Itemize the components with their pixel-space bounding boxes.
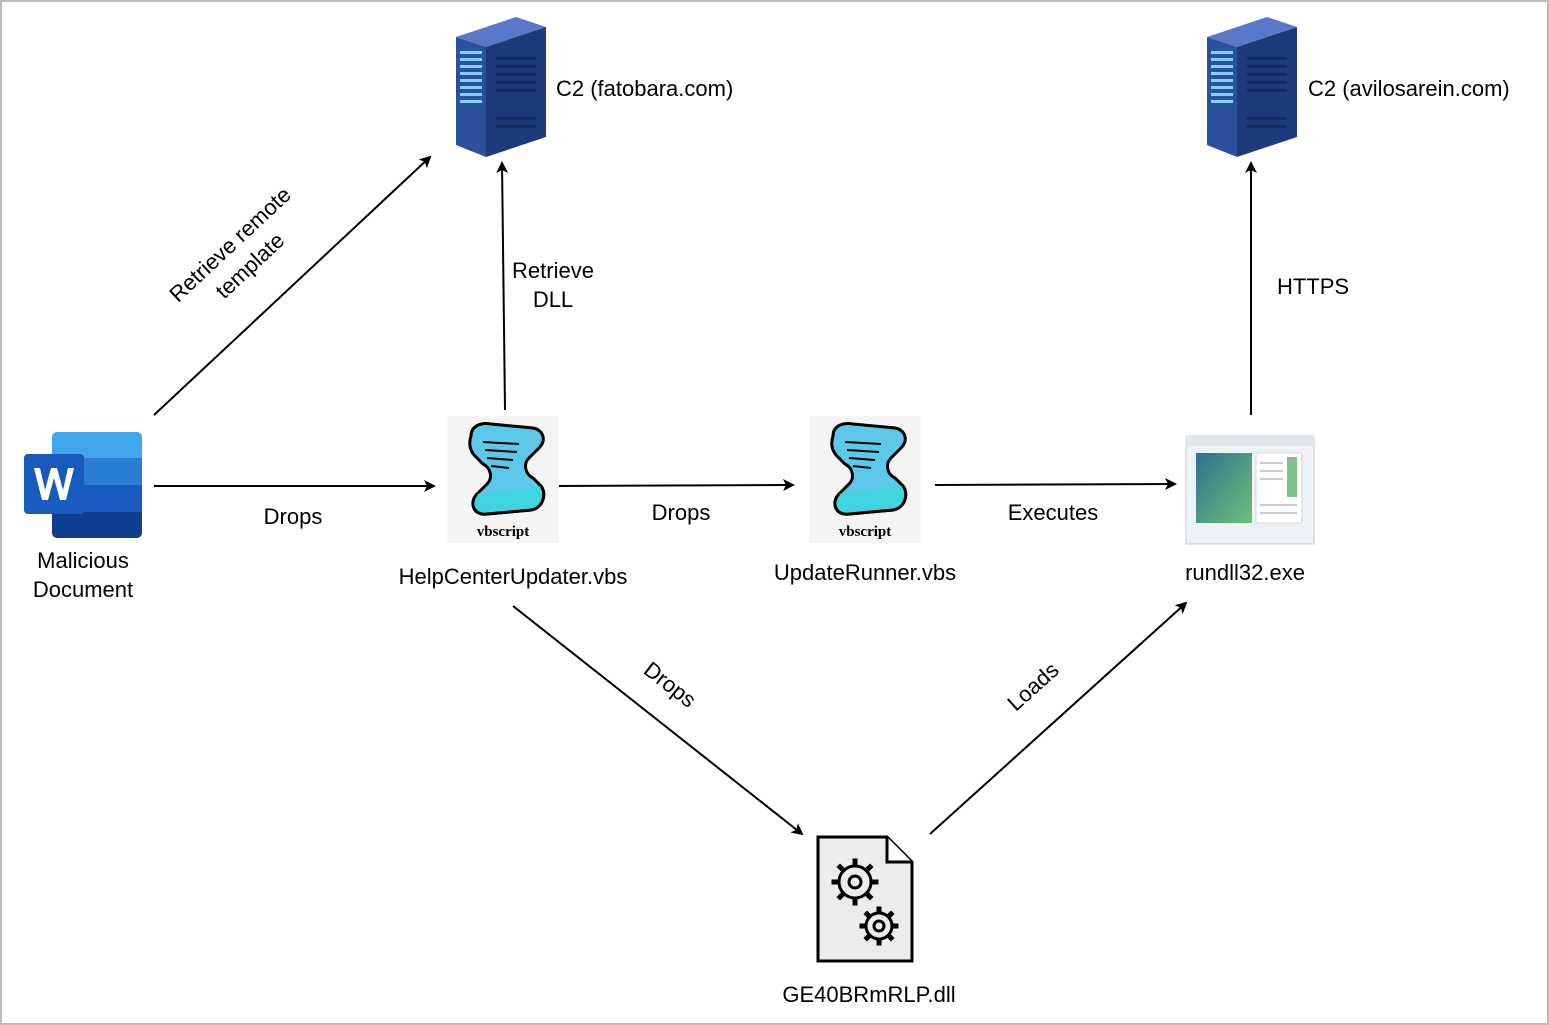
vbscript-icon: vbscript	[809, 416, 921, 543]
edge-label-retrieve-dll-line1: Retrieve	[512, 258, 594, 283]
edge-drops-help-runner	[557, 479, 795, 492]
updaterunner-label: UpdateRunner.vbs	[773, 560, 957, 585]
server-icon	[1207, 17, 1297, 157]
vbscript-icon-text: vbscript	[839, 524, 892, 540]
dll-gears-icon	[815, 834, 915, 964]
word-label: Malicious Document	[20, 546, 146, 604]
window-icon	[1185, 435, 1315, 545]
edge-label-retrieve-dll-line2: DLL	[532, 287, 574, 312]
edge-label-https: HTTPS	[1276, 274, 1350, 299]
rundll32-label: rundll32.exe	[1185, 560, 1305, 585]
edge-retrieve-template	[153, 155, 432, 416]
edge-retrieve-dll	[496, 161, 509, 411]
edge-executes	[934, 478, 1177, 491]
word-label-line1: Malicious	[37, 548, 129, 573]
c2-avilosarein-label: C2 (avilosarein.com)	[1308, 76, 1510, 101]
vbscript-icon-text: vbscript	[477, 524, 530, 540]
word-label-line2: Document	[32, 577, 134, 602]
c2-fatobara-label: C2 (fatobara.com)	[556, 76, 734, 101]
word-icon	[24, 432, 142, 538]
dll-label: GE40BRmRLP.dll	[782, 982, 956, 1007]
edge-label-drops-word-help: Drops	[263, 504, 323, 529]
edge-loads	[929, 601, 1188, 835]
vbscript-icon: vbscript	[447, 416, 559, 543]
edge-label-retrieve-dll: Retrieve DLL	[493, 256, 613, 314]
edge-drops-help-dll	[512, 605, 804, 836]
helpcenterupdater-label: HelpCenterUpdater.vbs	[398, 564, 628, 589]
server-icon	[456, 17, 546, 157]
edge-label-drops-help-runner: Drops	[651, 500, 711, 525]
edge-label-executes: Executes	[1007, 500, 1099, 525]
